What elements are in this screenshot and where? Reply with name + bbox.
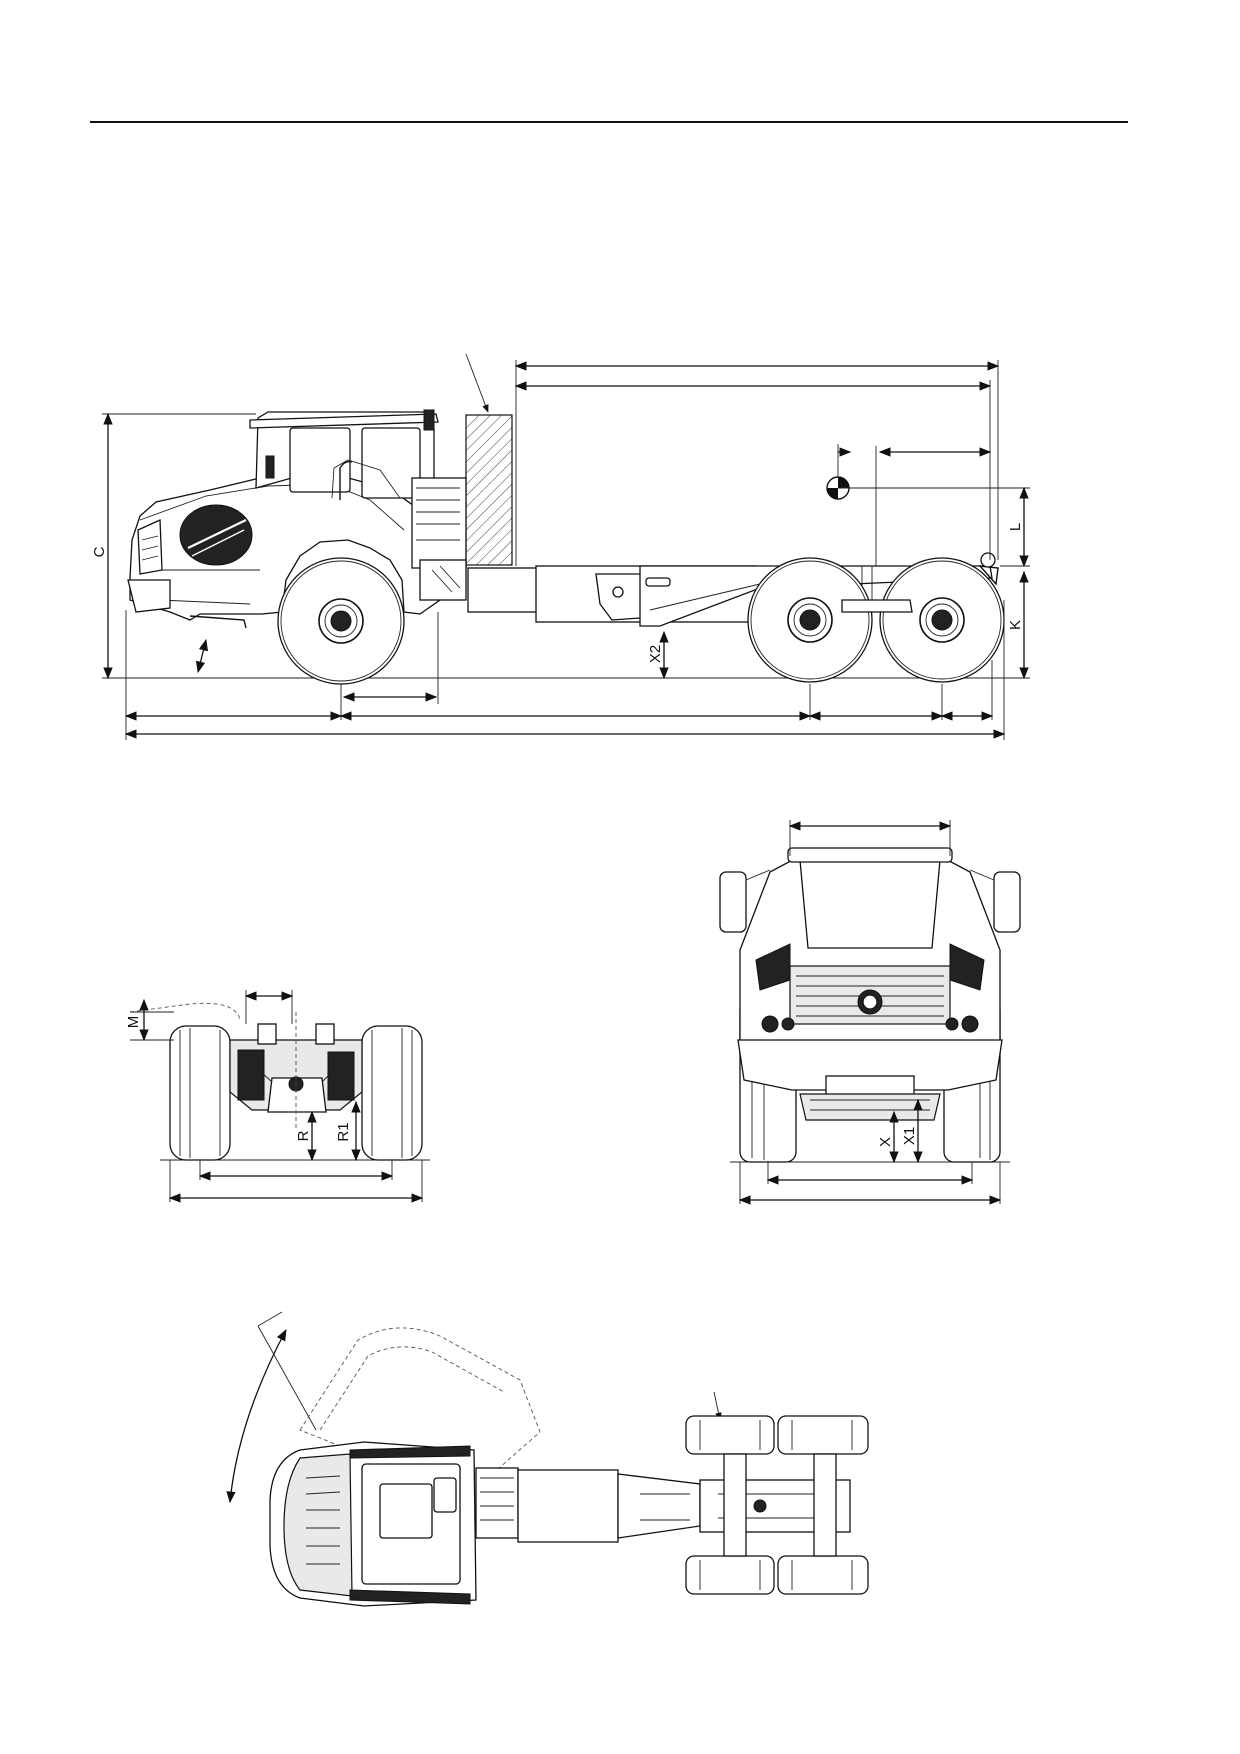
front-unit: [127, 409, 467, 629]
top-view: [226, 1311, 869, 1607]
rear-view: M R R1: [125, 990, 430, 1203]
rear-wheel-2: [879, 557, 1005, 683]
label-R1: R1: [335, 1122, 352, 1141]
front-view: X X1: [719, 820, 1021, 1205]
side-view-dimensions: [102, 360, 1030, 740]
front-wheel: [277, 557, 405, 685]
side-view: C L K X2: [91, 353, 1030, 740]
bogie-link: [841, 599, 913, 613]
label-R: R: [295, 1130, 312, 1141]
body-reference-hatch: [465, 414, 513, 566]
label-L: L: [1007, 523, 1024, 531]
label-M: M: [125, 1016, 142, 1029]
label-X2: X2: [647, 645, 664, 663]
rear-wheel-1: [747, 557, 873, 683]
label-C: C: [91, 546, 108, 557]
label-K: K: [1007, 620, 1024, 630]
label-X1: X1: [901, 1127, 918, 1145]
hatch-leader: [465, 353, 489, 413]
label-X: X: [877, 1137, 894, 1147]
